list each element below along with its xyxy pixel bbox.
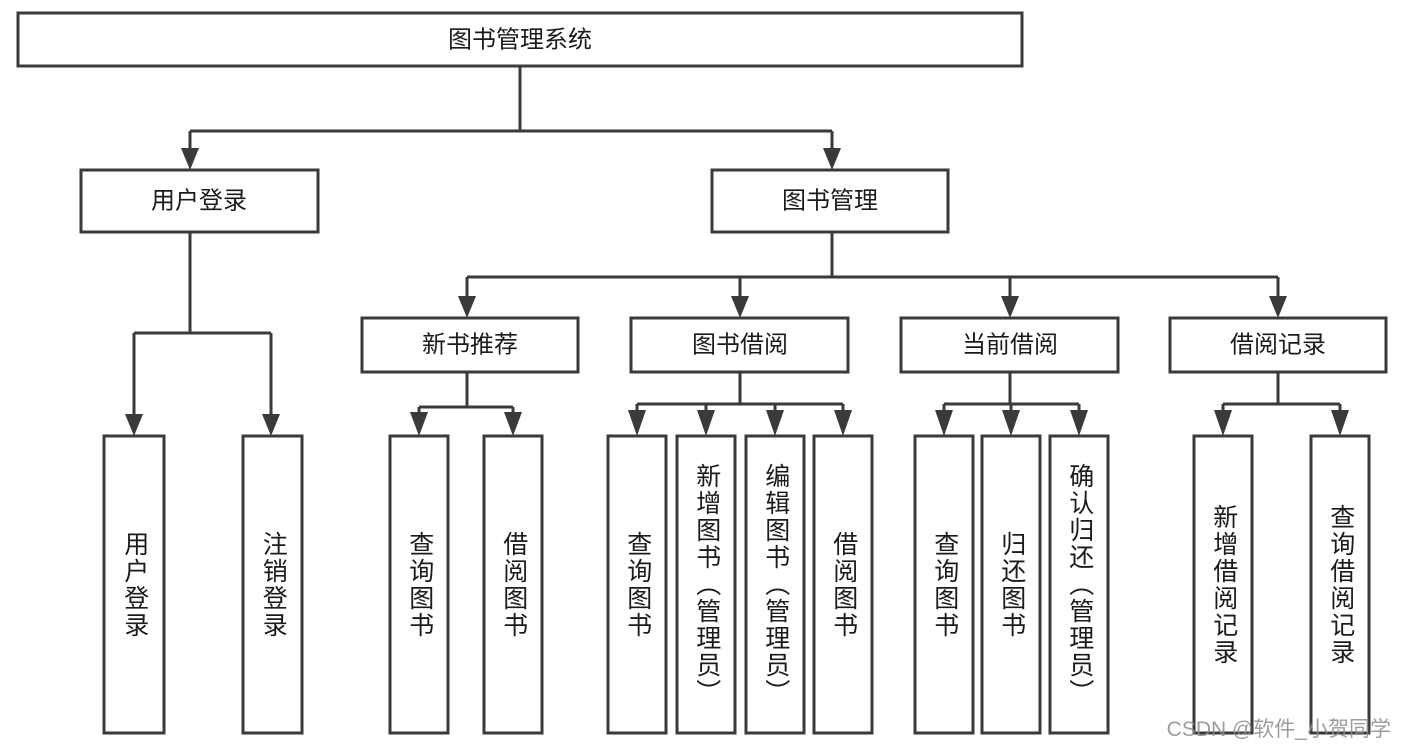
- arrow-head-to-book-manage: [823, 148, 841, 170]
- arrow-head-leaf-query-book-b: [628, 410, 646, 436]
- leaf-box-borrow-book-a[interactable]: [482, 434, 544, 735]
- arrow-head-leaf-borrow-book-a: [504, 412, 522, 436]
- node-user-login-box: [79, 168, 320, 234]
- arrow-head-leaf-confirm-return: [1070, 410, 1088, 436]
- arrow-head-leaf-add-record: [1214, 410, 1232, 436]
- arrow-head-to-borrow-record: [1269, 296, 1287, 318]
- arrow-head-leaf-query-record: [1331, 410, 1349, 436]
- arrow-head-leaf-borrow-book-b: [834, 410, 852, 436]
- node-new-book-rec-box: [360, 316, 580, 374]
- arrow-head-to-current-borrow: [1001, 296, 1019, 318]
- leaf-box-logout[interactable]: [241, 434, 304, 735]
- arrow-head-leaf-logout: [262, 414, 280, 436]
- arrow-head-leaf-user-login: [125, 414, 143, 436]
- leaf-box-query-book-c[interactable]: [913, 434, 975, 735]
- arrow-head-leaf-query-book-a: [410, 412, 428, 436]
- node-borrow-record-box: [1168, 316, 1388, 374]
- arrow-head-leaf-query-book-c: [935, 410, 953, 436]
- node-book-manage[interactable]: 图书管理: [710, 168, 950, 234]
- arrow-head-leaf-edit-book: [766, 410, 784, 436]
- node-new-book-rec[interactable]: 新书推荐: [360, 316, 580, 374]
- node-book-manage-label: 图书管理: [782, 187, 878, 214]
- leaf-box-confirm-return[interactable]: [1048, 434, 1110, 735]
- leaf-box-group: [102, 434, 1371, 735]
- leaf-box-user-login[interactable]: [102, 434, 166, 735]
- leaf-box-add-book[interactable]: [675, 434, 737, 735]
- connector-group-current-borrow: [935, 372, 1088, 436]
- node-current-borrow-label: 当前借阅: [962, 331, 1058, 358]
- node-user-login[interactable]: 用户登录: [79, 168, 320, 234]
- connector-group-user-login: [125, 232, 280, 436]
- leaf-box-borrow-book-b[interactable]: [812, 434, 874, 735]
- leaf-box-edit-book[interactable]: [744, 434, 806, 735]
- node-borrow-record-label: 借阅记录: [1230, 331, 1326, 358]
- node-book-borrow-label: 图书借阅: [692, 331, 788, 358]
- arrow-head-to-new-book-rec: [458, 296, 476, 318]
- connector-group-root: [181, 66, 841, 170]
- node-book-borrow[interactable]: 图书借阅: [629, 316, 850, 374]
- arrow-head-leaf-return-book: [1002, 410, 1020, 436]
- connector-group-borrow-record: [1214, 372, 1349, 436]
- node-new-book-rec-label: 新书推荐: [422, 331, 518, 358]
- leaf-box-add-record[interactable]: [1192, 434, 1254, 735]
- node-user-login-label: 用户登录: [151, 187, 247, 214]
- node-root-system-label: 图书管理系统: [448, 26, 592, 53]
- leaf-box-query-record[interactable]: [1309, 434, 1371, 735]
- leaf-box-query-book-a[interactable]: [388, 434, 450, 735]
- arrow-head-to-book-borrow: [731, 296, 749, 318]
- connector-group-new-book-rec: [410, 372, 522, 436]
- node-book-borrow-box: [629, 316, 850, 374]
- leaf-box-return-book[interactable]: [980, 434, 1042, 735]
- arrow-head-leaf-add-book: [697, 410, 715, 436]
- node-current-borrow-box: [899, 316, 1120, 374]
- node-current-borrow[interactable]: 当前借阅: [899, 316, 1120, 374]
- node-root-system-box: [16, 11, 1024, 68]
- node-book-manage-box: [710, 168, 950, 234]
- leaf-box-query-book-b[interactable]: [606, 434, 668, 735]
- connector-group-book-manage: [458, 232, 1287, 318]
- connector-group-book-borrow: [628, 372, 852, 436]
- node-borrow-record[interactable]: 借阅记录: [1168, 316, 1388, 374]
- node-root-system[interactable]: 图书管理系统: [16, 11, 1024, 68]
- arrow-head-to-user-login: [181, 148, 199, 170]
